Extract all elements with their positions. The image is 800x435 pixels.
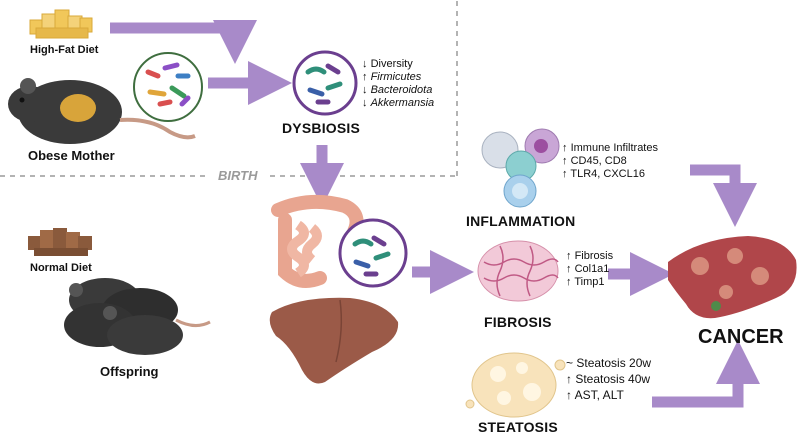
- fibrosis-changes-list: ↑ Fibrosis ↑ Col1a1 ↑ Timp1: [566, 250, 613, 289]
- arrow-diet-to-dysbiosis: [110, 20, 257, 64]
- inflammation-changes-list: ↑ Immune Infiltrates ↑ CD45, CD8 ↑ TLR4,…: [562, 142, 658, 181]
- fibrosis-label: FIBROSIS: [484, 314, 552, 330]
- inflammation-change-item: ↑ TLR4, CXCL16: [562, 168, 645, 180]
- microbiome-icon: [133, 52, 203, 122]
- normal-chow-icon: [28, 228, 92, 256]
- fibrosis-change-item: ↑ Fibrosis: [566, 250, 614, 262]
- steatosis-changes-list: ~ Steatosis 20w ↑ Steatosis 40w ↑ AST, A…: [566, 355, 651, 403]
- intestine-icon: [271, 194, 364, 288]
- fibrosis-tissue-icon: [477, 240, 559, 302]
- fat-cubes-icon: [29, 9, 93, 39]
- fibrosis-change-item: ↑ Col1a1: [566, 263, 610, 275]
- dysbiosis-changes-list: ↓ Diversity ↑ Firmicutes ↓ Bacteroidota …: [362, 58, 434, 110]
- flow-arrows: [110, 20, 760, 408]
- inflammation-label: INFLAMMATION: [466, 213, 576, 229]
- obese-mother-label: Obese Mother: [28, 148, 115, 163]
- fibrosis-change-item: ↑ Timp1: [566, 276, 605, 288]
- offspring-microbiome-icon: [338, 218, 408, 288]
- dysbiosis-microbiome-icon: [292, 50, 358, 116]
- cancer-label: CANCER: [698, 326, 784, 348]
- birth-label: BIRTH: [218, 168, 258, 183]
- offspring-mice-icon: [64, 278, 211, 355]
- dysbiosis-change-item: ↑ Firmicutes: [362, 71, 422, 83]
- arrow-inflammation-to-cancer: [690, 164, 757, 227]
- arrow-steatosis-to-cancer: [652, 340, 760, 408]
- immune-cells-icon: [481, 128, 560, 208]
- steatosis-label: STEATOSIS: [478, 419, 558, 435]
- steatosis-change-item: ↑ AST, ALT: [566, 388, 624, 402]
- dysbiosis-change-item: ↓ Diversity: [362, 58, 413, 70]
- normal-diet-label: Normal Diet: [30, 262, 92, 274]
- cancer-liver-icon: [668, 236, 797, 319]
- offspring-label: Offspring: [100, 364, 159, 379]
- steatosis-cell-icon: [465, 352, 566, 418]
- steatosis-change-item: ↑ Steatosis 40w: [566, 372, 651, 386]
- inflammation-change-item: ↑ Immune Infiltrates: [562, 142, 658, 154]
- high-fat-diet-label: High-Fat Diet: [30, 44, 99, 56]
- dysbiosis-change-item: ↓ Akkermansia: [362, 97, 435, 109]
- steatosis-change-item: ~ Steatosis 20w: [566, 356, 652, 370]
- dysbiosis-change-item: ↓ Bacteroidota: [362, 84, 433, 96]
- dysbiosis-label: DYSBIOSIS: [282, 120, 361, 136]
- liver-icon: [269, 297, 399, 384]
- mouse-icon: [8, 78, 196, 144]
- inflammation-change-item: ↑ CD45, CD8: [562, 155, 627, 167]
